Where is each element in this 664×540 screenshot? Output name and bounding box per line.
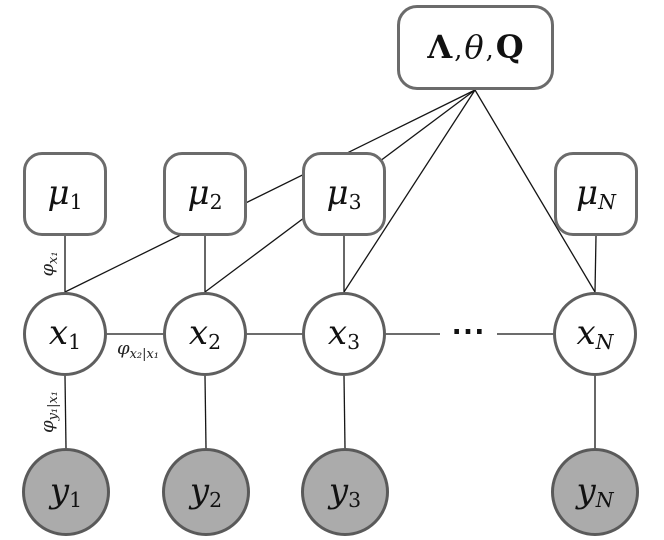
x-node-3: x3: [302, 292, 386, 376]
lambda-symbol: Λ: [427, 28, 453, 67]
chain-ellipsis: ⋯: [451, 311, 485, 352]
factor-node-label: Λ,θ,Q: [427, 28, 524, 67]
mu-node-2: μ2: [163, 152, 247, 236]
edge-hyperparams-xN: [474, 89, 596, 293]
edge-x1-y1: [64, 375, 67, 449]
y-node-1-observed: y1: [22, 448, 110, 536]
factor-node-hyperparameters: Λ,θ,Q: [397, 5, 554, 90]
x-node-N: xN: [553, 292, 637, 376]
edge-label-phi-y1-given-x1: φy₁|x₁: [37, 391, 61, 433]
edge-x3-y3: [343, 375, 346, 449]
y-node-2-observed: y2: [162, 448, 250, 536]
edge-label-phi-x1: φx₁: [37, 251, 61, 277]
edge-muN-xN: [594, 235, 597, 293]
mu-node-3: μ3: [302, 152, 386, 236]
y-node-3-observed: y3: [301, 448, 389, 536]
mu-node-N: μN: [554, 152, 638, 236]
edge-hyperparams-x1: [64, 89, 476, 293]
edge-hyperparams-x3: [343, 89, 476, 293]
y-node-N-observed: yN: [551, 448, 639, 536]
edge-x2-y2: [204, 375, 207, 449]
q-symbol: Q: [495, 28, 524, 67]
mu-node-1: μ1: [23, 152, 107, 236]
theta-symbol: θ: [464, 28, 484, 67]
x-node-1: x1: [23, 292, 107, 376]
edge-label-phi-x2-given-x1: φx₂|x₁: [117, 338, 159, 362]
x-node-2: x2: [163, 292, 247, 376]
